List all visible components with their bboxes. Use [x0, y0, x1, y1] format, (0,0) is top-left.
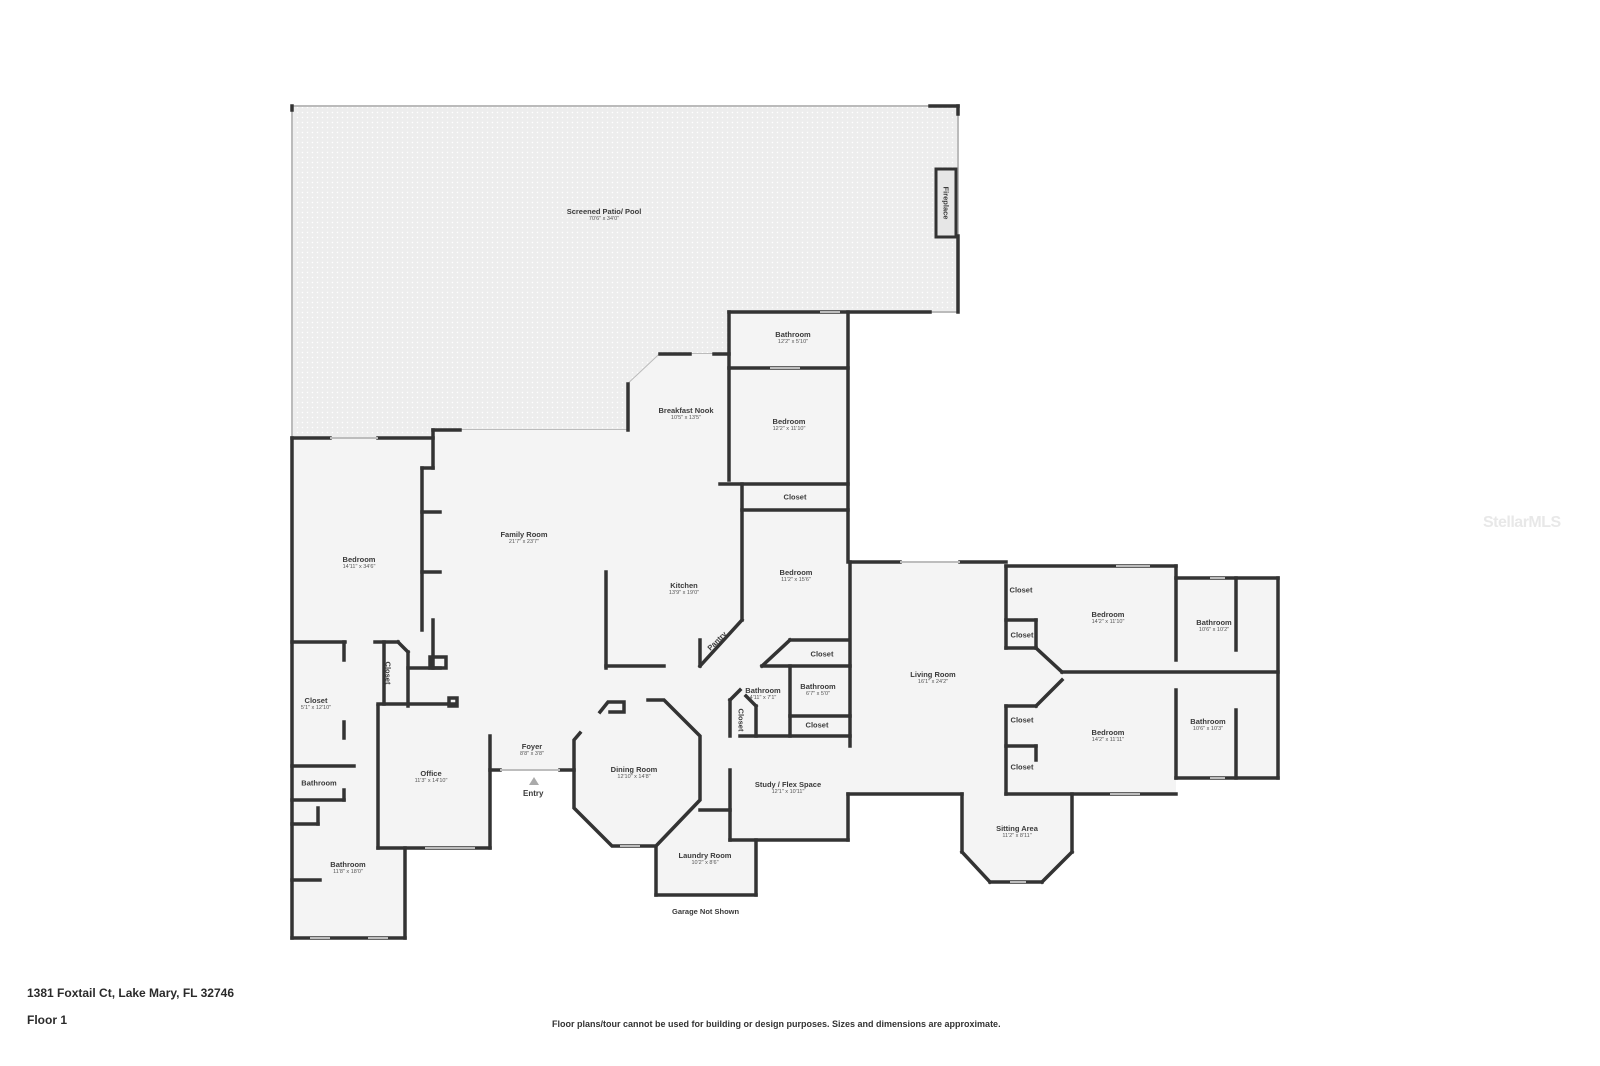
interior-floor — [292, 312, 1278, 938]
walls — [290, 104, 1280, 940]
disclaimer-text: Floor plans/tour cannot be used for buil… — [552, 1019, 1001, 1029]
property-address: 1381 Foxtail Ct, Lake Mary, FL 32746 — [27, 986, 234, 1000]
watermark-logo: StellarMLS — [1483, 514, 1561, 531]
floor-label: Floor 1 — [27, 1013, 68, 1027]
entry-arrow-icon — [529, 777, 539, 785]
garage-note: Garage Not Shown — [672, 907, 740, 916]
patio-area — [291, 105, 959, 439]
entry-label: Entry — [523, 789, 544, 798]
windows — [310, 311, 1225, 939]
